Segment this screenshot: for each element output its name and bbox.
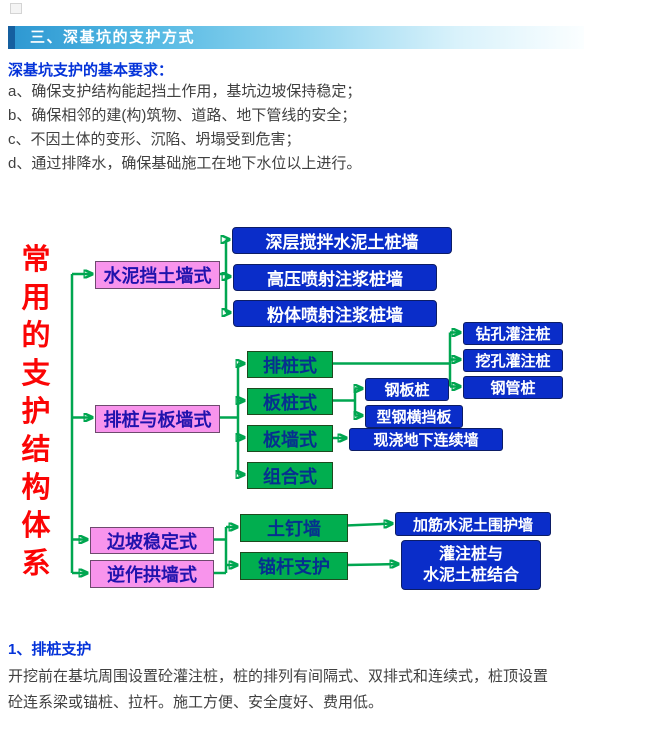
node-pile-and-slab-wall: 排桩与板墙式 <box>95 405 220 433</box>
connector-arrows <box>72 240 461 574</box>
node-powder-jet-grouting-pile-wall: 粉体喷射注浆桩墙 <box>233 300 437 327</box>
intro-item-a: a、确保支护结构能起挡土作用，基坑边坡保持稳定； <box>8 83 362 100</box>
node-sheet-pile: 板桩式 <box>247 388 333 415</box>
section1-heading: 1、排桩支护 <box>8 641 92 658</box>
node-soil-nail-wall: 土钉墙 <box>240 514 348 542</box>
node-deep-mixed-cement-pile-wall: 深层搅拌水泥土桩墙 <box>232 227 452 254</box>
connector-arrow <box>345 564 399 565</box>
node-reinforced-cement-soil-wall: 加筋水泥土围护墙 <box>395 512 551 536</box>
node-high-pressure-jet-grouting-pile-wall: 高压喷射注浆桩墙 <box>233 264 437 291</box>
intro-heading: 深基坑支护的基本要求： <box>8 62 174 79</box>
connector-lines <box>70 239 452 575</box>
intro-item-b: b、确保相邻的建(构)筑物、道路、地下管线的安全； <box>8 107 357 124</box>
corner-mark <box>10 3 22 14</box>
intro-item-d: d、通过排降水，确保基础施工在地下水位以上进行。 <box>8 155 362 172</box>
header-accent-block <box>8 26 15 49</box>
support-structure-diagram: 常用的支护结构体系 水泥挡土墙式 深层搅拌水泥土桩墙 高压喷射注浆桩墙 粉体喷射… <box>10 210 580 606</box>
section-header-bar: 三、深基坑的支护方式 <box>8 26 584 49</box>
node-cast-in-place-diaphragm-wall: 现浇地下连续墙 <box>349 428 503 451</box>
diagram-root-label: 常用的支护结构体系 <box>21 244 51 580</box>
node-anchor-support: 锚杆支护 <box>240 552 348 580</box>
connector-arrow <box>345 524 393 526</box>
node-slab-wall: 板墙式 <box>247 425 333 452</box>
node-steel-pipe-pile: 钢管桩 <box>463 376 563 399</box>
node-pile-row: 排桩式 <box>247 351 333 378</box>
node-text-line1: 灌注桩与 <box>438 546 503 563</box>
diagram-connectors <box>70 210 580 606</box>
node-steel-lagging-board: 型钢横挡板 <box>365 405 463 428</box>
node-reverse-arch-wall: 逆作拱墙式 <box>90 560 214 588</box>
node-slope-stabilization: 边坡稳定式 <box>90 527 214 554</box>
node-cement-retaining-wall: 水泥挡土墙式 <box>95 261 220 289</box>
node-dug-cast-in-place-pile: 挖孔灌注桩 <box>463 349 563 372</box>
section1-body: 开挖前在基坑周围设置砼灌注桩，桩的排列有间隔式、双排式和连续式，桩顶设置砼连系梁… <box>8 668 549 711</box>
node-cast-pile-cement-soil-combined: 灌注桩与 水泥土桩结合 <box>401 540 541 590</box>
intro-list: a、确保支护结构能起挡土作用，基坑边坡保持稳定； b、确保相邻的建(构)筑物、道… <box>8 80 361 176</box>
intro-item-c: c、不因土体的变形、沉陷、坍塌受到危害； <box>8 131 301 148</box>
node-bored-cast-in-place-pile: 钻孔灌注桩 <box>463 322 563 345</box>
section-title: 三、深基坑的支护方式 <box>30 29 196 46</box>
node-composite: 组合式 <box>247 462 333 489</box>
node-text-line2: 水泥土桩结合 <box>422 567 519 584</box>
node-steel-sheet-pile: 钢板桩 <box>365 378 449 401</box>
